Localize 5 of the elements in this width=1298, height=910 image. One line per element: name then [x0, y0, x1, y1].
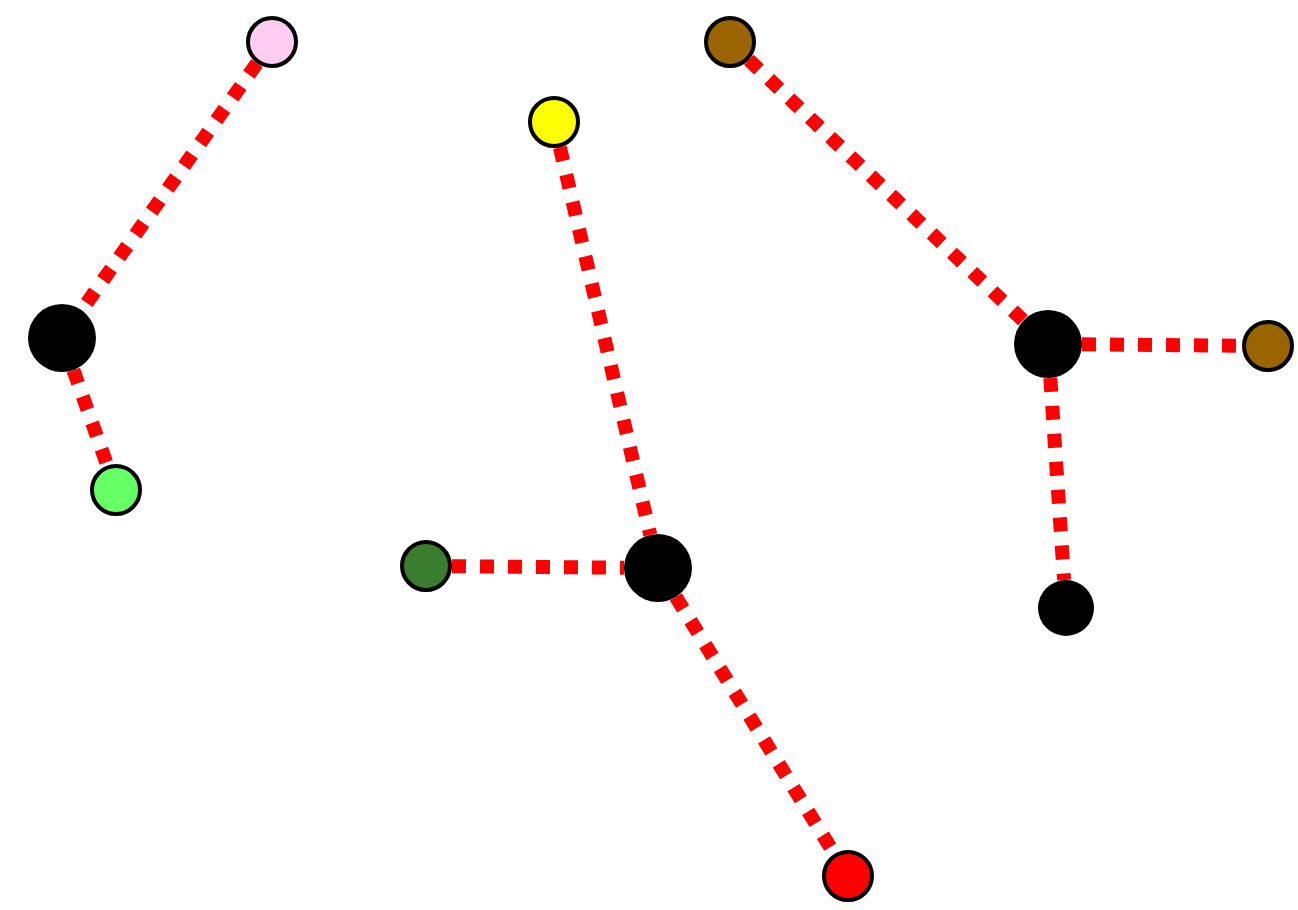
- dotted-connector: [1043, 377, 1072, 581]
- dotted-connector: [553, 145, 658, 537]
- dotted-connector: [66, 367, 114, 468]
- dotted-connector: [451, 559, 625, 575]
- dotted-connector: [744, 54, 1029, 326]
